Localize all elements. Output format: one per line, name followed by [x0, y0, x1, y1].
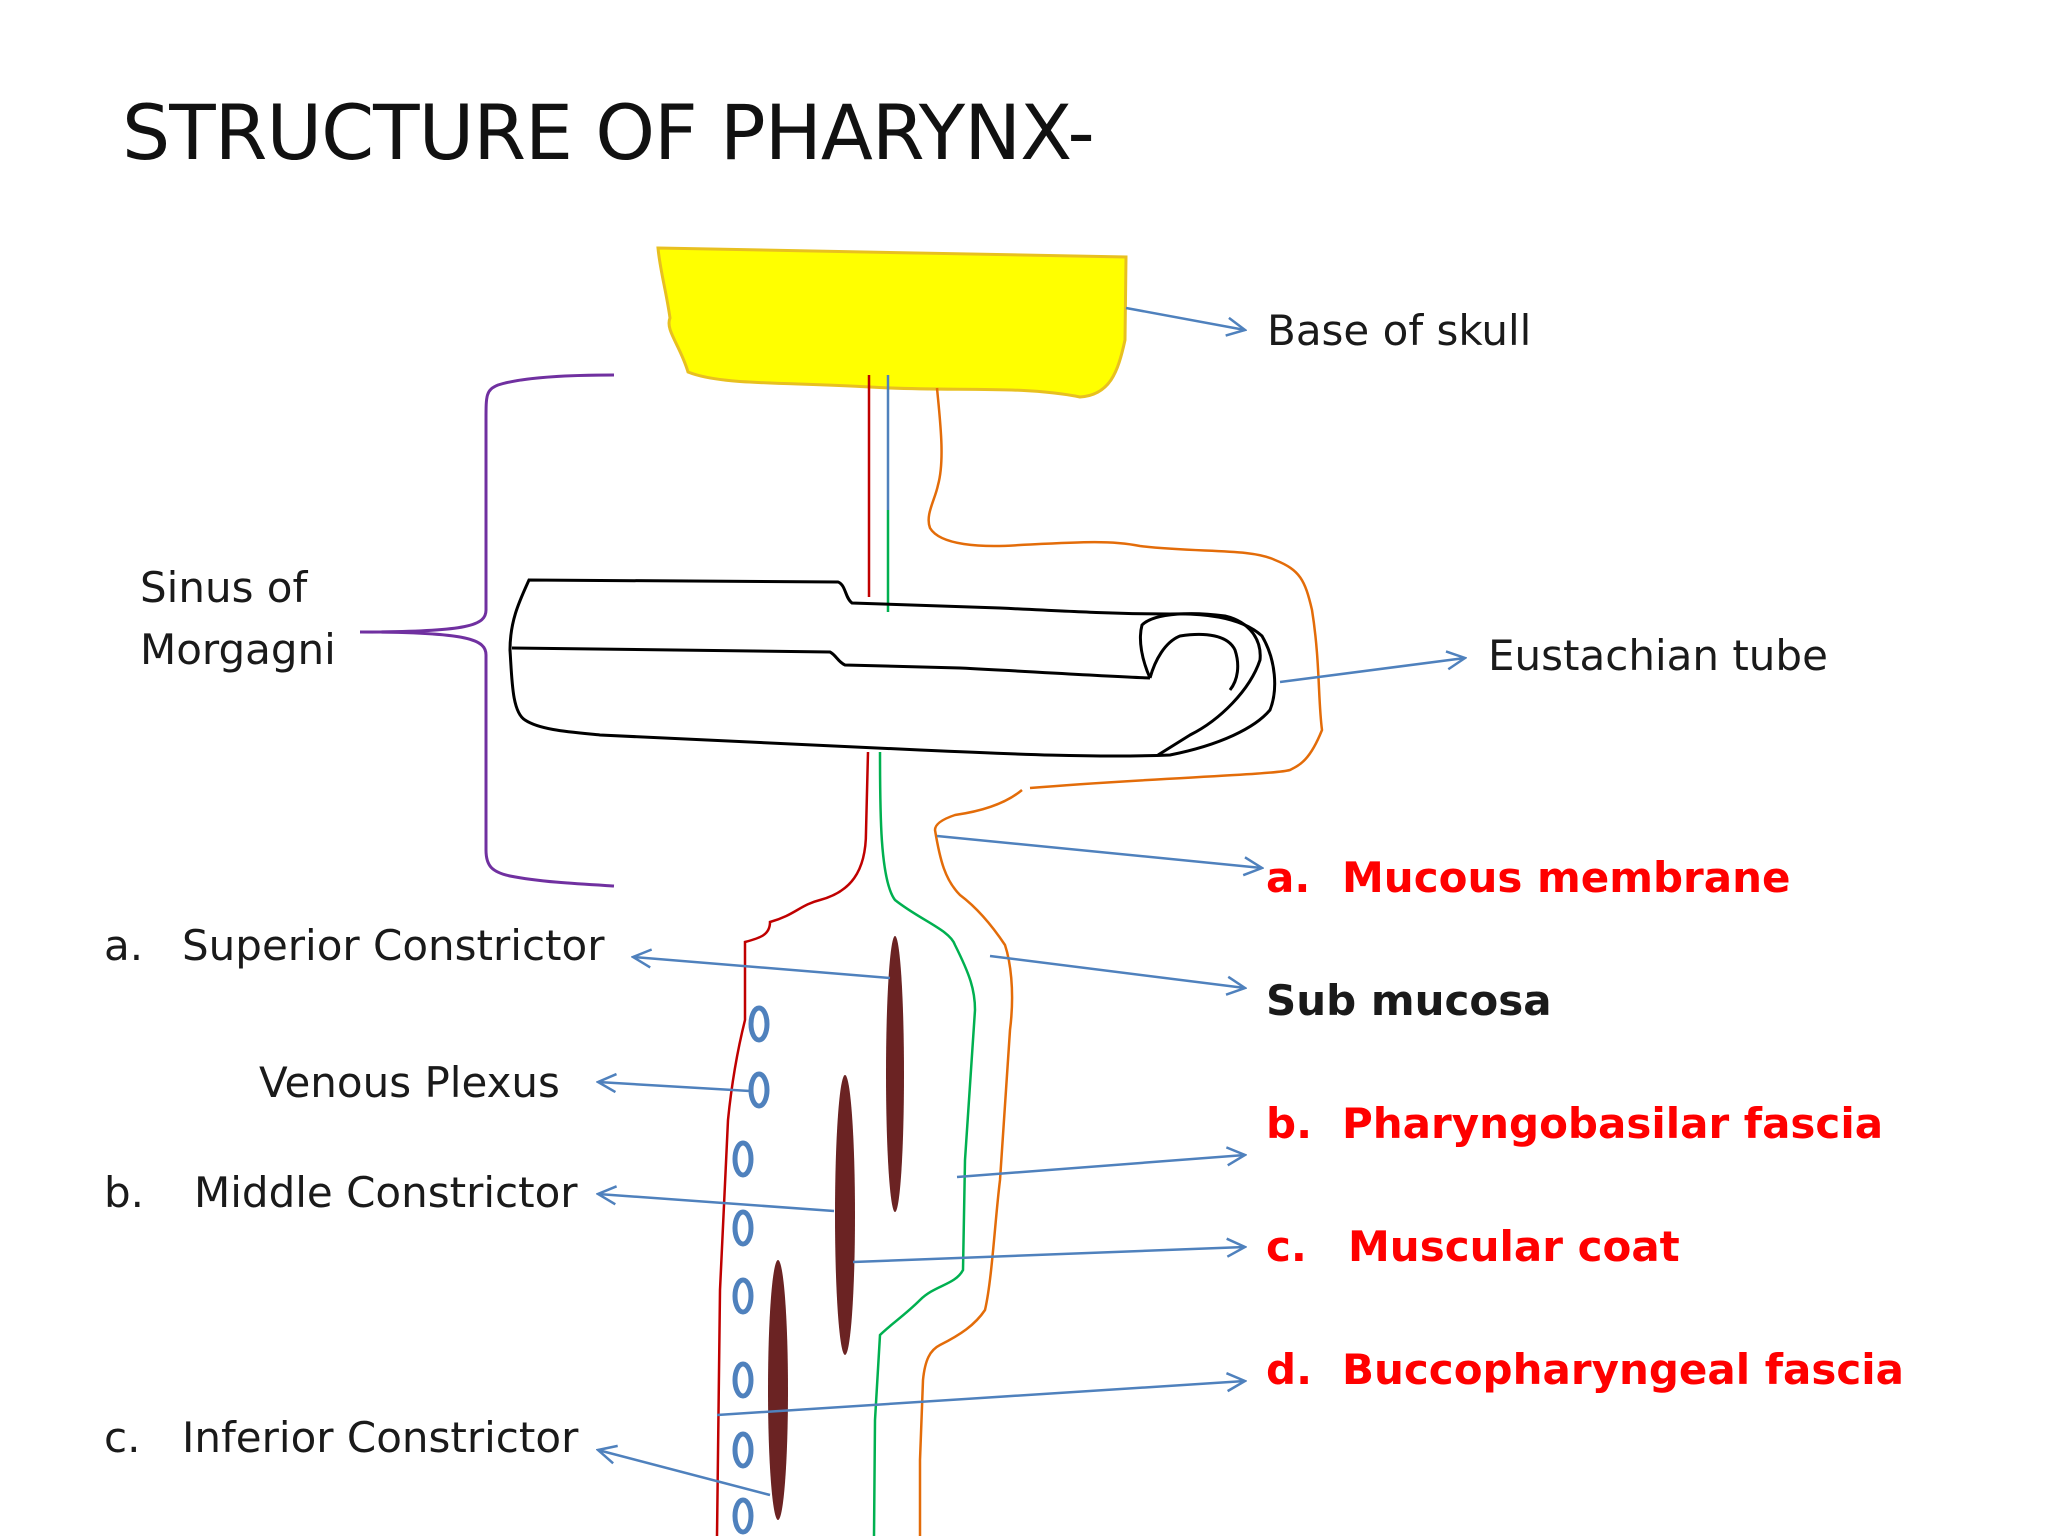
- base-of-skull-shape: [656, 246, 1128, 399]
- arrow-superior-constrictor: [633, 957, 891, 980]
- label-marker: c.: [104, 1413, 141, 1462]
- arrow-buccopharyngeal-fascia: [716, 1381, 1245, 1417]
- label-sinus-of-morgagni-line1: Sinus of: [140, 563, 308, 612]
- venous-plexus-ring-icon: [748, 1071, 770, 1109]
- arrow-venous-plexus: [598, 1082, 751, 1091]
- label-text: Pharyngobasilar fascia: [1342, 1099, 1884, 1148]
- pharyngobasilar-fascia-line: [872, 510, 977, 1536]
- middle-constrictor-muscle: [835, 1075, 855, 1355]
- venous-plexus-ring-icon: [732, 1431, 754, 1469]
- label-middle-constrictor: b. Middle Constrictor: [104, 1162, 578, 1224]
- label-text: Buccopharyngeal fascia: [1342, 1345, 1905, 1394]
- label-superior-constrictor: a. Superior Constrictor: [104, 915, 604, 977]
- label-text: Middle Constrictor: [194, 1168, 578, 1217]
- venous-plexus-ring-icon: [748, 1005, 770, 1043]
- label-text: Inferior Constrictor: [182, 1413, 579, 1462]
- arrow-eustachian-tube: [1279, 658, 1465, 684]
- venous-plexus-ring-icon: [732, 1361, 754, 1399]
- label-text: Mucous membrane: [1342, 853, 1791, 902]
- venous-plexus-ring-icon: [732, 1140, 754, 1178]
- label-venous-plexus: Venous Plexus: [259, 1058, 560, 1107]
- label-marker: d.: [1266, 1345, 1313, 1394]
- buccopharyngeal-fascia-line: [918, 387, 1324, 1536]
- arrow-pharyngobasilar-fascia: [956, 1155, 1245, 1179]
- label-marker: b.: [1266, 1099, 1313, 1148]
- arrow-sub-mucosa: [989, 954, 1245, 988]
- label-marker: c.: [1266, 1222, 1307, 1271]
- arrow-muscular-coat: [852, 1247, 1245, 1264]
- label-marker: a.: [104, 921, 144, 970]
- label-mucous-membrane: a. Mucous membrane: [1266, 847, 1791, 909]
- label-sinus-of-morgagni-line2: Morgagni: [140, 625, 336, 674]
- label-pharyngobasilar-fascia: b. Pharyngobasilar fascia: [1266, 1093, 1883, 1155]
- label-marker: a.: [1266, 853, 1311, 902]
- label-text: Muscular coat: [1348, 1222, 1680, 1271]
- arrow-middle-constrictor: [598, 1194, 835, 1213]
- label-buccopharyngeal-fascia: d. Buccopharyngeal fascia: [1266, 1339, 1904, 1401]
- arrow-inferior-constrictor: [598, 1450, 771, 1497]
- label-marker: b.: [104, 1168, 145, 1217]
- sinus-bracket: [359, 373, 615, 888]
- eustachian-tube-shape: [508, 578, 1277, 758]
- arrow-mucous-membrane: [936, 834, 1262, 868]
- label-eustachian-tube: Eustachian tube: [1488, 631, 1828, 680]
- venous-plexus-ring-icon: [732, 1497, 754, 1535]
- label-inferior-constrictor: c. Inferior Constrictor: [104, 1407, 578, 1469]
- arrow-base-of-skull: [1125, 306, 1245, 330]
- label-sub-mucosa: Sub mucosa: [1266, 976, 1552, 1025]
- slide-title: STRUCTURE OF PHARYNX-: [122, 88, 1095, 177]
- venous-plexus-ring-icon: [732, 1209, 754, 1247]
- superior-constrictor-muscle: [886, 936, 904, 1212]
- label-muscular-coat: c. Muscular coat: [1266, 1216, 1680, 1278]
- inferior-constrictor-muscle: [768, 1260, 788, 1520]
- venous-plexus: [732, 1005, 770, 1535]
- mucous-membrane-line: [715, 375, 871, 1536]
- label-base-of-skull: Base of skull: [1267, 306, 1532, 355]
- venous-plexus-ring-icon: [732, 1277, 754, 1315]
- label-text: Superior Constrictor: [182, 921, 605, 970]
